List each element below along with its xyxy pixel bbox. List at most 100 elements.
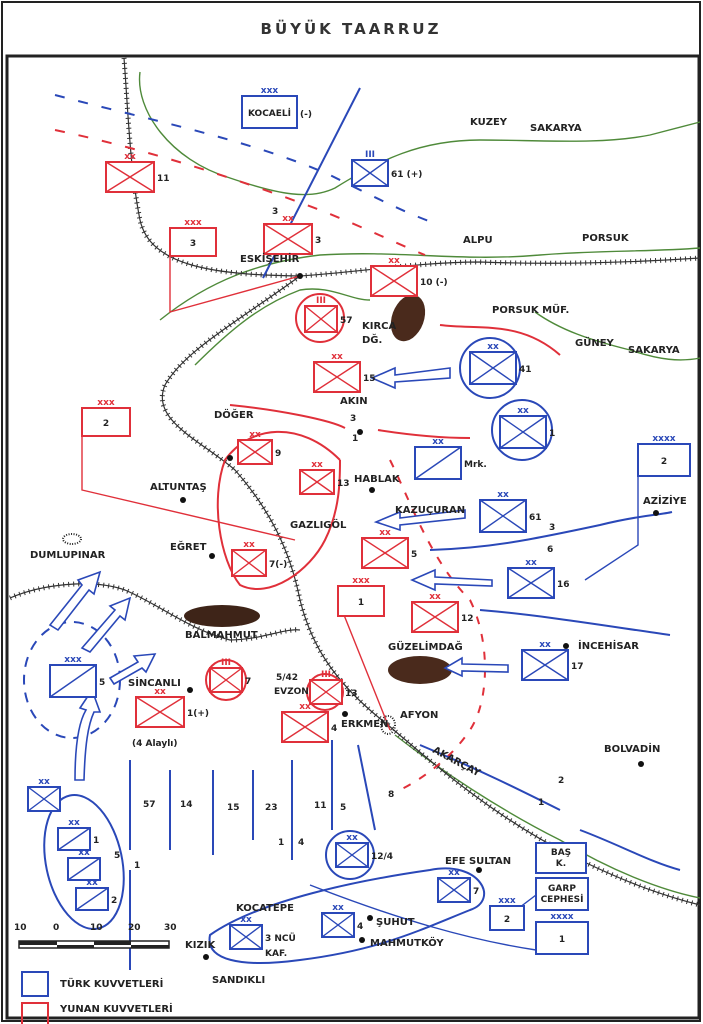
- town-dot-icon: [369, 487, 375, 493]
- unit-turk-1: xx1: [499, 406, 555, 449]
- place-14: SİNCANLI: [128, 675, 193, 693]
- echelon-marker: xx: [240, 915, 252, 925]
- town-dot-icon: [367, 915, 373, 921]
- boundary-num: 1: [538, 798, 544, 808]
- place-name: AFYON: [400, 710, 438, 721]
- echelon-marker: xxx: [352, 576, 370, 586]
- place-name: DÖĞER: [214, 407, 254, 421]
- place-3: DÖĞER: [214, 407, 254, 461]
- place-7: GAZLIGÖL: [290, 517, 347, 531]
- echelon-marker: xx: [429, 592, 441, 602]
- balmahmut-mountain: [184, 605, 260, 627]
- unit-label: KOCAELİ: [248, 108, 291, 119]
- place-name: EĞRET: [170, 540, 207, 553]
- town-dot-icon: [653, 510, 659, 516]
- annotations: (-) KAF. (4 Alaylı) 5/42 EVZON 3 3 1 3 6…: [114, 110, 564, 959]
- echelon-marker: xxx: [498, 896, 516, 906]
- place-16: AFYON: [400, 710, 438, 721]
- legend-label-turk: TÜRK KUVVETLERİ: [60, 976, 163, 990]
- unit-turk-2: xx2: [75, 878, 117, 911]
- unit-label: 15: [363, 374, 376, 384]
- unit-label: 9: [275, 449, 281, 459]
- unit-label: 7(-): [269, 560, 287, 570]
- echelon-marker: xxx: [64, 655, 82, 665]
- echelon-marker: xx: [346, 833, 358, 843]
- echelon-marker: xx: [497, 490, 509, 500]
- town-dot-icon: [359, 937, 365, 943]
- scale-bar: 10 0 10 20 30: [14, 923, 177, 949]
- infantry-cross-icon: [370, 265, 418, 297]
- town-dot-icon: [203, 954, 209, 960]
- infantry-cross-icon: [237, 439, 273, 465]
- cavalry-slash-icon: [67, 857, 101, 881]
- alayli-label: (4 Alaylı): [132, 739, 178, 749]
- echelon-marker: xx: [388, 256, 400, 266]
- infantry-cross-icon: [335, 842, 369, 868]
- place-name: MAHMUTKÖY: [370, 935, 444, 949]
- unit-label: 12: [461, 614, 474, 624]
- legend-swatch-yunan: [21, 1002, 49, 1024]
- unit-yunan-4: xx4: [281, 702, 337, 743]
- unit-yunan-12: xx 12: [411, 592, 474, 633]
- railway-eskisehir-afyon: [161, 275, 389, 726]
- unit-turk-unnamed: xx: [27, 777, 61, 812]
- scale-label: 20: [128, 923, 141, 933]
- corps-num: 5: [114, 851, 120, 861]
- unit-yunan-3: xx3: [263, 214, 321, 255]
- echelon-marker: xxxx: [550, 912, 573, 922]
- unit-label: 2: [103, 419, 109, 429]
- echelon-marker: xx: [332, 903, 344, 913]
- place-name: ALTUNTAŞ: [150, 482, 207, 493]
- infantry-cross-icon: [263, 223, 313, 255]
- place-0: ESKİŞEHİR: [240, 251, 303, 279]
- place-4: ALTUNTAŞ: [150, 482, 207, 503]
- turk-boundary-aziziye: [429, 511, 673, 551]
- river-label: PORSUK: [582, 233, 630, 244]
- infantry-cross-icon: [411, 601, 459, 633]
- arrow-icon: [369, 366, 451, 390]
- turk-encircle-1: [491, 399, 553, 461]
- corps-num: 23: [265, 803, 278, 813]
- echelon-marker: xxxx: [652, 434, 675, 444]
- infantry-cross-icon: [299, 469, 335, 495]
- echelon-marker: xx: [282, 214, 294, 224]
- echelon-marker: xx: [331, 352, 343, 362]
- scale-label: 10: [14, 923, 27, 933]
- infantry-cross-icon: [231, 549, 267, 577]
- corps-num: 1: [134, 861, 140, 871]
- unit-label: 16: [557, 580, 570, 590]
- echelon-marker: xx: [124, 152, 136, 162]
- town-dot-icon: [297, 273, 303, 279]
- echelon-marker: xx: [299, 702, 311, 712]
- unit-label: 41: [519, 365, 532, 375]
- cavalry-slash-icon: [75, 887, 109, 911]
- unit-label: Mrk.: [464, 460, 487, 470]
- place-24: KIRCA: [362, 321, 397, 332]
- unit-turk-4: xx4: [321, 903, 363, 938]
- boundary-num: 3: [549, 523, 555, 533]
- unit-yunan-10-: xx 10 (-): [370, 256, 448, 297]
- town-dot-icon: [180, 497, 186, 503]
- place-10: AZİZİYE: [643, 493, 687, 516]
- arrow-icon: [48, 570, 102, 632]
- echelon-marker: xx: [78, 848, 90, 858]
- mountains: [62, 294, 452, 735]
- infantry-cross-icon: [437, 877, 471, 903]
- place-name: AZİZİYE: [643, 493, 687, 507]
- unit-label: 1(+): [187, 709, 209, 719]
- dumlupinar-hill: [62, 533, 82, 545]
- arrow-icon: [373, 509, 466, 532]
- arrow-icon: [80, 596, 132, 653]
- place-23: SANDIKLI: [212, 975, 265, 986]
- unit-label: 1: [549, 429, 555, 439]
- place-5: HABLAK: [354, 474, 401, 493]
- unit-label: 10 (-): [420, 278, 448, 288]
- unit-yunan-15: xx 15: [313, 352, 376, 393]
- arrow-icon: [409, 568, 493, 592]
- unit-label: 57: [340, 316, 353, 326]
- place-name: BOLVADİN: [604, 741, 660, 755]
